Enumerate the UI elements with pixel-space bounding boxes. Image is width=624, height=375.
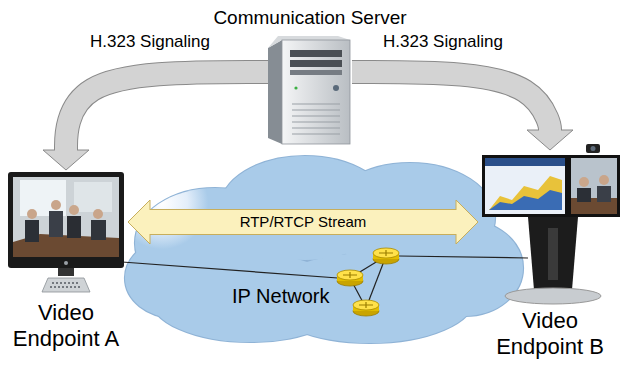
arrow-head [43, 150, 89, 170]
edge-label: H.323 Signaling [88, 32, 212, 52]
video-monitor [20, 180, 66, 216]
network-label: IP Network [232, 284, 329, 308]
server-icon [290, 50, 342, 57]
cloud-outline [125, 238, 225, 318]
video-system [482, 155, 568, 217]
arrow-outline [149, 209, 457, 235]
video-system [505, 288, 601, 304]
video-monitor [13, 177, 119, 257]
server-heading: Communication Server [213, 7, 406, 30]
video-system [597, 186, 611, 202]
edge-label: RTP/RTCP Stream [238, 213, 369, 231]
meeting-person [67, 216, 81, 238]
endpoint-label: Video Endpoint A [4, 300, 128, 352]
server-icon [268, 40, 282, 144]
video-monitor [58, 268, 74, 276]
video-system [489, 190, 562, 210]
meeting-person [27, 209, 37, 219]
server-icon [333, 85, 339, 91]
video-monitor [50, 283, 82, 287]
arrow-outline [66, 72, 268, 151]
server-icon [290, 60, 342, 67]
video-monitor [74, 182, 112, 212]
server-icon [290, 70, 342, 75]
arrow-head [527, 130, 573, 150]
video-system [568, 155, 620, 217]
video-monitor [42, 278, 90, 292]
arrow-body [66, 72, 268, 151]
video-system [528, 217, 578, 290]
video-system [599, 175, 609, 185]
server-icon [294, 86, 297, 89]
endpoint-label: Video Endpoint B [478, 308, 622, 360]
video-system [586, 144, 600, 153]
arrow-outline [352, 72, 550, 131]
meeting-person [91, 220, 106, 240]
video-system [579, 177, 589, 187]
meeting-person [69, 205, 79, 215]
meeting-person [25, 220, 39, 242]
edge-label: H.323 Signaling [381, 32, 505, 52]
arrow-body [149, 210, 457, 234]
meeting-person [51, 200, 61, 210]
server-icon [268, 36, 350, 144]
router-symbol [337, 270, 363, 286]
cloud-fill [125, 238, 225, 318]
cloud-outline [120, 148, 204, 258]
endpoint-node: Video Endpoint A [4, 170, 128, 352]
signaling-arrow [43, 72, 268, 170]
meeting-person [25, 200, 106, 242]
video-system [548, 228, 558, 280]
server-icon [282, 40, 350, 144]
router-symbol [373, 248, 399, 264]
router-symbol [353, 300, 379, 316]
meeting-person [49, 211, 63, 237]
video-system [485, 158, 565, 166]
server-node: Communication Server [268, 34, 352, 144]
video-monitor [8, 172, 124, 268]
signaling-arrow [352, 72, 573, 150]
endpoint-node: Video Endpoint B [478, 150, 622, 360]
video-system [489, 176, 562, 210]
server-icon [292, 104, 340, 134]
video-monitor [64, 261, 68, 265]
meeting-person [93, 209, 103, 219]
video-system [591, 146, 596, 151]
video-monitor [8, 172, 124, 292]
video-system [571, 158, 617, 214]
arrow-body [352, 72, 550, 131]
video-system [485, 158, 565, 214]
network-cloud: IP Network [120, 148, 525, 348]
video-system [577, 188, 591, 202]
